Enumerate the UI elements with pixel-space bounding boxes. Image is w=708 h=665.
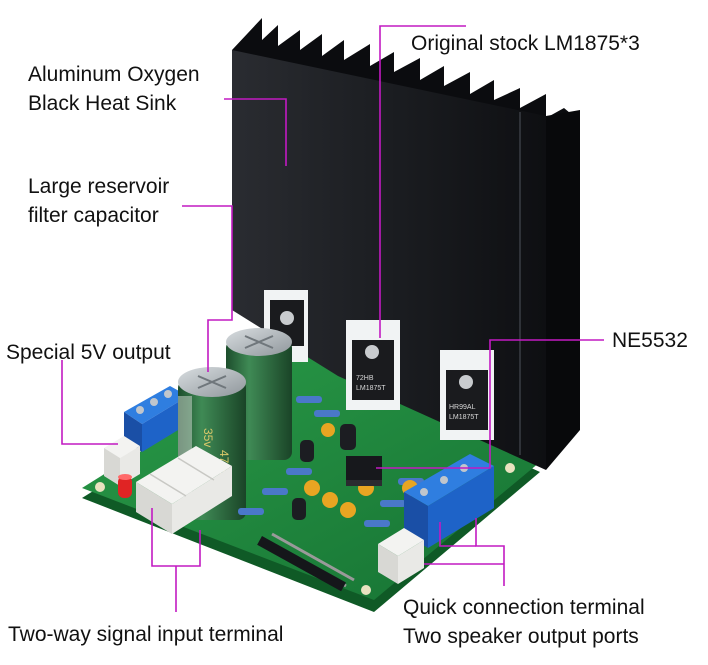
annotation-speaker-terminal-line-1: Quick connection terminal xyxy=(403,596,645,619)
annotation-lm1875: Original stock LM1875*3 xyxy=(411,32,640,55)
annotation-speaker-terminal: Quick connection terminal Two speaker ou… xyxy=(403,593,645,651)
annotation-heatsink: Aluminum Oxygen Black Heat Sink xyxy=(28,60,200,118)
callout-ne5532 xyxy=(376,339,604,469)
capacitor-rating-text: 35v xyxy=(201,428,215,447)
annotation-5v-output: Special 5V output xyxy=(6,341,171,364)
quick-connector xyxy=(378,528,424,584)
lm1875-chip-2: 72HB LM1875T xyxy=(346,320,400,410)
header-pins xyxy=(257,532,355,592)
chip-part-2: LM1875T xyxy=(449,414,479,421)
chip-code-2: HR99AL xyxy=(449,404,476,411)
callout-chip xyxy=(379,25,466,338)
annotation-capacitor: Large reservoir filter capacitor xyxy=(28,172,169,230)
chip-part-1: LM1875T xyxy=(356,385,386,392)
callout-terminal-2 xyxy=(439,522,476,547)
callout-capacitor xyxy=(182,205,233,372)
callout-terminal xyxy=(475,518,505,586)
annotation-ne5532: NE5532 xyxy=(612,329,688,352)
ne5532-chip xyxy=(346,456,382,486)
chip-code-1: 72HB xyxy=(356,375,374,382)
power-terminal-block xyxy=(124,386,188,452)
annotation-capacitor-line-2: filter capacitor xyxy=(28,204,159,227)
annotation-input-terminal: Two-way signal input terminal xyxy=(8,623,284,646)
input-connectors xyxy=(136,446,232,534)
lm1875-chip-3: HR99AL LM1875T xyxy=(440,350,494,440)
red-led xyxy=(118,474,132,498)
annotation-heatsink-line-1: Aluminum Oxygen xyxy=(28,63,200,86)
callout-lines xyxy=(61,25,604,612)
callout-5v xyxy=(61,360,118,445)
callout-heatsink xyxy=(224,98,287,166)
annotation-heatsink-line-2: Black Heat Sink xyxy=(28,92,177,115)
annotation-speaker-terminal-line-2: Two speaker output ports xyxy=(403,625,639,648)
annotation-capacitor-line-1: Large reservoir xyxy=(28,175,170,198)
